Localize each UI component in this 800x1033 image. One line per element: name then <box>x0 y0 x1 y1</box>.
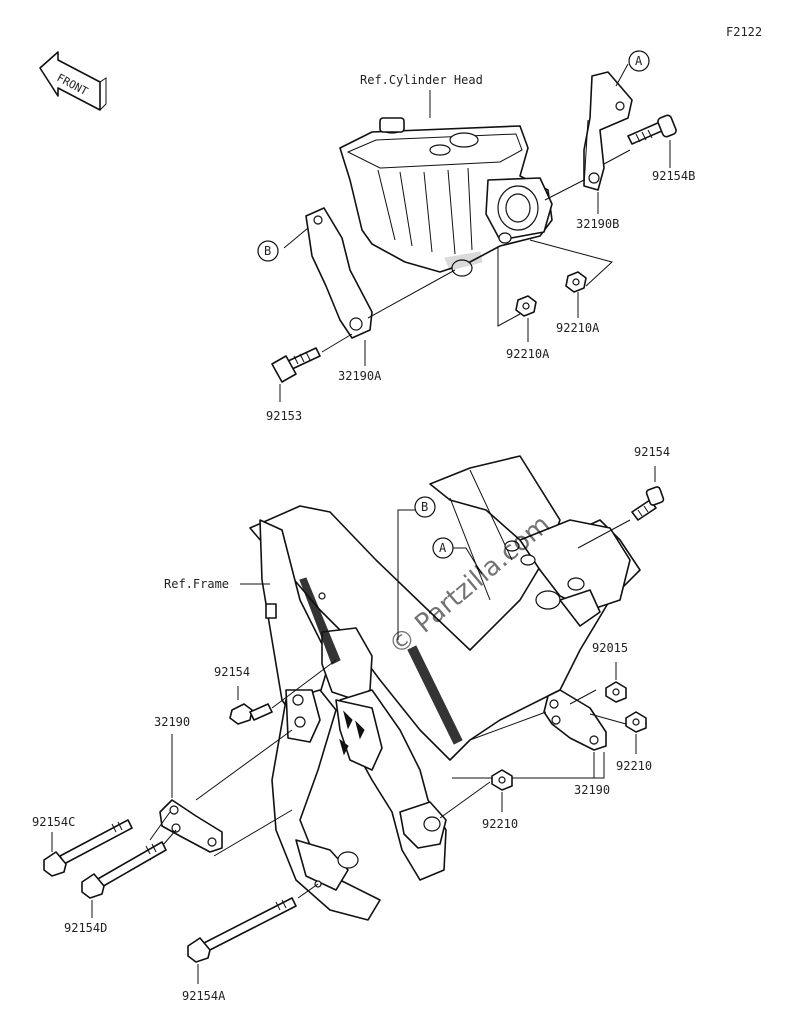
bracket-32190B <box>583 71 633 191</box>
bracket-32190-left <box>159 799 223 853</box>
nut-92015 <box>605 681 627 703</box>
label-92210-center: 92210 <box>482 817 518 831</box>
figure-code: F2122 <box>726 25 762 39</box>
svg-text:A: A <box>439 541 447 555</box>
bolt-92154C <box>43 819 133 877</box>
callout-b-frame: B <box>414 496 436 518</box>
front-arrow-icon: FRONT <box>39 51 107 111</box>
bolt-92154-left <box>229 703 273 725</box>
label-32190-right: 32190 <box>574 783 610 797</box>
label-92015: 92015 <box>592 641 628 655</box>
frame <box>249 455 641 921</box>
label-32190B: 32190B <box>576 217 619 231</box>
callout-a-top: A <box>628 50 650 72</box>
label-92154B: 92154B <box>652 169 695 183</box>
nut-92210-right <box>625 711 647 733</box>
bolt-92153 <box>271 347 321 383</box>
bolt-92154-top <box>631 486 665 521</box>
callout-b-top: B <box>257 240 279 262</box>
label-92210A-left: 92210A <box>506 347 550 361</box>
label-32190A: 32190A <box>338 369 382 383</box>
bolt-92154B <box>627 114 677 145</box>
label-92154-left: 92154 <box>214 665 250 679</box>
label-92154C: 92154C <box>32 815 75 829</box>
bolt-92154D <box>81 841 167 899</box>
label-92154D: 92154D <box>64 921 107 935</box>
label-92154-top: 92154 <box>634 445 670 459</box>
label-92210-right: 92210 <box>616 759 652 773</box>
label-92153: 92153 <box>266 409 302 423</box>
bolt-92154A <box>187 897 297 963</box>
bracket-32190-right <box>543 689 607 751</box>
label-92210A-right: 92210A <box>556 321 600 335</box>
nut-92210A-right <box>565 271 587 293</box>
nut-92210A-left <box>515 295 537 317</box>
label-92154A: 92154A <box>182 989 226 1003</box>
nut-92210-center <box>491 769 513 791</box>
svg-text:B: B <box>421 500 428 514</box>
label-32190-left: 32190 <box>154 715 190 729</box>
callout-a-frame: A <box>432 537 454 559</box>
ref-frame-label: Ref.Frame <box>164 577 229 591</box>
bracket-32190A <box>305 207 373 339</box>
svg-text:B: B <box>264 244 271 258</box>
svg-text:A: A <box>635 54 643 68</box>
ref-cylinder-head-label: Ref.Cylinder Head <box>360 73 483 87</box>
cylinder-head <box>339 117 553 277</box>
